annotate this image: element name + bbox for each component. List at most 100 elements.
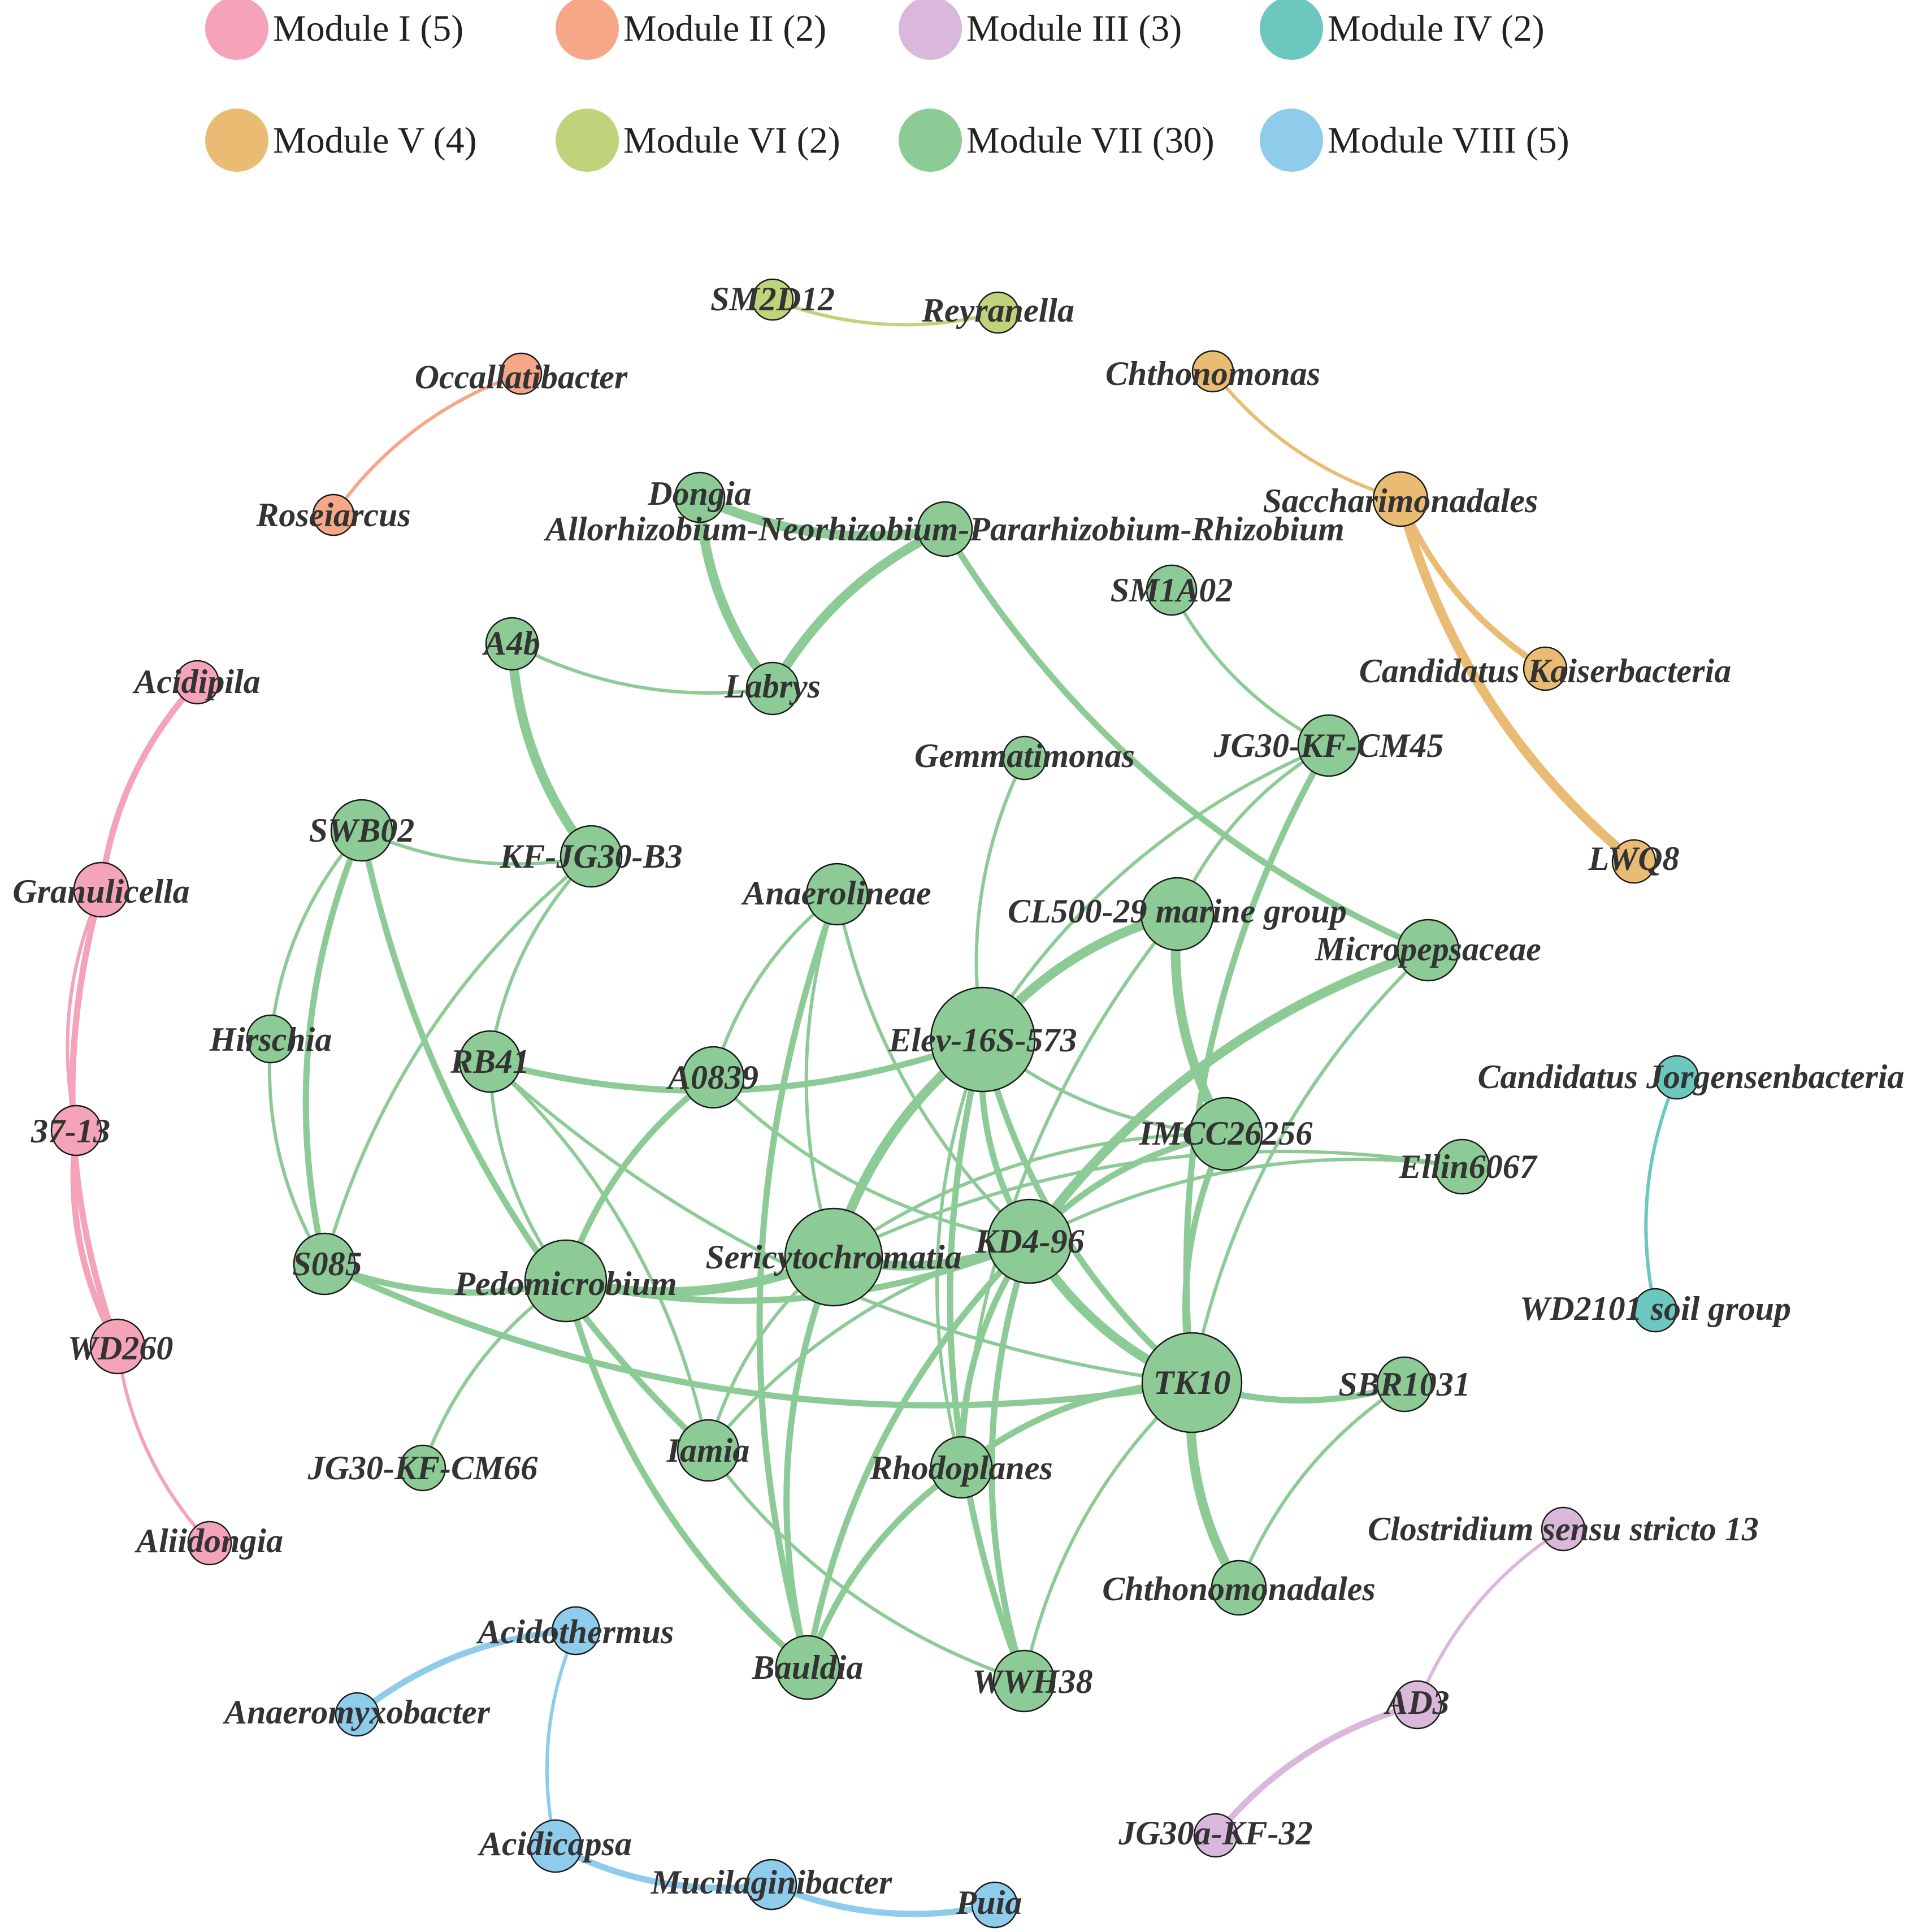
node-dongia[interactable] [674, 471, 726, 523]
node-saccharimonadales[interactable] [1372, 471, 1429, 527]
node-label-kfjg30b3: KF-JG30-B3 [499, 838, 682, 875]
node-reyranella[interactable] [977, 291, 1020, 334]
edge-rhodoplanes-bauldia [804, 1464, 965, 1671]
node-sericyto[interactable] [784, 1207, 883, 1307]
node-elev[interactable] [930, 986, 1036, 1093]
node-jg30kfcm66[interactable] [399, 1444, 446, 1492]
node-gemmatimonas[interactable] [1002, 735, 1047, 781]
node-lwq8[interactable] [1611, 839, 1657, 884]
node-bauldia[interactable] [775, 1635, 840, 1700]
edge-kd496-iamia [706, 1240, 1031, 1452]
edge-sbr1031-chthonomonadales [1237, 1383, 1406, 1589]
node-ellin[interactable] [1434, 1138, 1490, 1195]
legend-swatch-module-v [205, 109, 268, 172]
node-micropepsaceae[interactable] [1397, 919, 1460, 982]
edge-acidothermus-anaeromyxobacter [354, 1627, 579, 1718]
edge-iamia-wwh38 [706, 1449, 1026, 1683]
node-label-jg30akf32: JG30a-KF-32 [1118, 1814, 1312, 1852]
edge-sm1a02-jg30kfcm45 [1170, 588, 1330, 747]
node-jorgensen[interactable] [1654, 1055, 1699, 1100]
node-tk10[interactable] [1141, 1332, 1243, 1433]
node-jg30akf32[interactable] [1193, 1813, 1238, 1858]
node-label-cl500: CL500-29 marine group [1008, 893, 1347, 930]
node-label-s085: S085 [292, 1245, 362, 1283]
node-wwh38[interactable] [992, 1649, 1056, 1713]
node-wd260[interactable] [89, 1318, 146, 1375]
node-occallatibacter[interactable] [500, 352, 543, 395]
node-rb41[interactable] [458, 1030, 522, 1093]
legend-label-module-viii: Module VIII (5) [1328, 120, 1569, 161]
node-acidipila[interactable] [175, 660, 220, 705]
node-label-wd2101: WD2101 soil group [1520, 1290, 1791, 1327]
node-label-acidipila: Acidipila [132, 663, 260, 700]
node-swb02[interactable] [330, 799, 393, 862]
legend-label-module-iii: Module III (3) [966, 8, 1182, 49]
node-iamia[interactable] [677, 1419, 740, 1482]
legend-swatch-module-vii [899, 109, 962, 172]
node-label-sm2d12: SM2D12 [710, 280, 835, 318]
edge-rhizobium-micropepsaceae [942, 526, 1432, 954]
edge-ellin-kd496 [1028, 1158, 1464, 1243]
edge-anaerolineae-sericyto [804, 893, 839, 1259]
node-cl500[interactable] [1140, 877, 1215, 951]
node-label-sbr1031: SBR1031 [1338, 1366, 1470, 1403]
node-hirschia[interactable] [246, 1014, 296, 1064]
node-label-chthonomonadales: Chthonomonadales [1102, 1570, 1376, 1608]
node-wd2101[interactable] [1633, 1288, 1678, 1333]
node-acidothermus[interactable] [551, 1606, 601, 1656]
edge-micropepsaceae-kd496 [1025, 945, 1433, 1246]
node-a0839[interactable] [682, 1046, 745, 1109]
node-imcc[interactable] [1189, 1097, 1263, 1171]
node-ad3[interactable] [1393, 1680, 1442, 1730]
node-kaiserbacteria[interactable] [1523, 646, 1568, 691]
edge-acidipila-granulicella [98, 679, 201, 893]
node-label-swb02: SWB02 [309, 812, 415, 849]
node-acidicapsa[interactable] [528, 1819, 583, 1873]
node-anaerolineae[interactable] [805, 863, 869, 926]
node-sm2d12[interactable] [751, 278, 794, 321]
node-label-lwq8: LWQ8 [1588, 840, 1679, 877]
edge-swb02-s085 [302, 827, 365, 1267]
node-label-dongia: Dongia [647, 475, 751, 512]
node-sbr1031[interactable] [1376, 1356, 1433, 1413]
node-label-iamia: Iamia [666, 1432, 750, 1469]
node-kd496[interactable] [987, 1198, 1073, 1284]
node-kfjg30b3[interactable] [560, 825, 623, 888]
node-pedomicrobium[interactable] [524, 1239, 608, 1323]
node-mucilaginibacter[interactable] [745, 1859, 797, 1911]
node-chthonomonadales[interactable] [1211, 1560, 1267, 1616]
node-label-acidothermus: Acidothermus [476, 1613, 674, 1651]
node-jg30kfcm45[interactable] [1297, 714, 1360, 777]
node-anaeromyxobacter[interactable] [335, 1692, 380, 1737]
node-label-clostridium: Clostridium sensu stricto 13 [1368, 1510, 1759, 1548]
node-label-saccharimonadales: Saccharimonadales [1263, 482, 1538, 519]
edge-clostridium-ad3 [1416, 1527, 1565, 1706]
node-labrys[interactable] [745, 661, 800, 716]
node-rhodoplanes[interactable] [930, 1436, 993, 1499]
node-clostridium[interactable] [1541, 1506, 1586, 1552]
node-a4b[interactable] [485, 617, 539, 671]
edge-sericyto-bauldia [783, 1254, 837, 1671]
node-puia[interactable] [971, 1881, 1018, 1929]
node-n3713[interactable] [50, 1104, 102, 1156]
node-aliidongia[interactable] [187, 1521, 232, 1566]
node-s085[interactable] [293, 1232, 356, 1296]
legend-swatch-module-vi [556, 109, 619, 172]
legend: Module I (5)Module II (2)Module III (3)M… [205, 0, 1569, 172]
node-roseiarcus[interactable] [312, 493, 355, 536]
edge-dongia-labrys [695, 492, 778, 694]
edge-elev-wwh38 [947, 1036, 1027, 1684]
legend-swatch-module-viii [1260, 109, 1323, 172]
edge-swb02-kfjg30b3 [360, 829, 593, 866]
node-rhizobium[interactable] [917, 501, 973, 557]
node-sm1a02[interactable] [1146, 564, 1198, 616]
node-label-jg30kfcm66: JG30-KF-CM66 [307, 1449, 538, 1487]
node-granulicella[interactable] [73, 861, 129, 918]
node-chthonomonas[interactable] [1191, 350, 1234, 393]
edge-dongia-rhizobium [695, 492, 950, 541]
node-label-hirschia: Hirschia [209, 1021, 332, 1058]
node-label-reyranella: Reyranella [921, 292, 1074, 329]
edge-a4b-kfjg30b3 [507, 639, 596, 861]
edge-sm2d12-reyranella [771, 298, 1000, 327]
node-label-granulicella: Granulicella [12, 873, 189, 910]
